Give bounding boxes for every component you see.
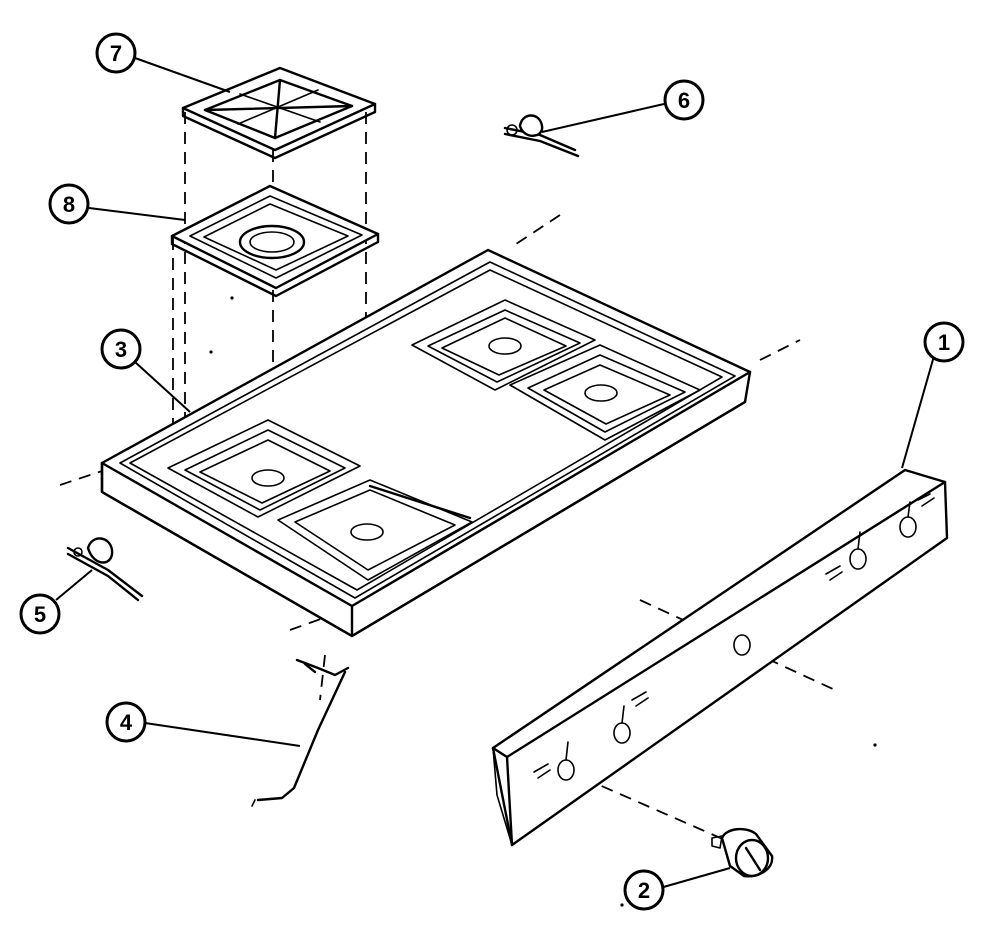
bracket-clip-top bbox=[503, 114, 580, 158]
callout-6-label: 6 bbox=[678, 88, 690, 113]
callout-2-label: 2 bbox=[638, 878, 650, 903]
callout-7: 7 bbox=[95, 32, 137, 74]
callout-4-label: 4 bbox=[120, 710, 133, 735]
callout-8: 8 bbox=[48, 183, 90, 225]
callout-5: 5 bbox=[19, 593, 61, 635]
callout-1: 1 bbox=[923, 321, 965, 363]
callout-4: 4 bbox=[105, 701, 147, 743]
callout-6: 6 bbox=[663, 79, 705, 121]
control-panel bbox=[491, 468, 949, 847]
burner-pan bbox=[170, 184, 380, 298]
callout-7-label: 7 bbox=[110, 41, 122, 66]
callout-5-label: 5 bbox=[34, 602, 46, 627]
callout-3: 3 bbox=[100, 328, 142, 370]
cooktop-main-top bbox=[100, 248, 752, 638]
support-rod bbox=[251, 658, 350, 807]
burner-grate bbox=[181, 66, 377, 160]
stray-dots bbox=[209, 296, 877, 907]
callout-1-label: 1 bbox=[938, 330, 950, 355]
leader-lines bbox=[55, 57, 935, 889]
bracket-clip-left bbox=[66, 537, 144, 602]
control-knob bbox=[711, 827, 774, 878]
callout-8-label: 8 bbox=[63, 192, 75, 217]
callout-2: 2 bbox=[623, 869, 665, 911]
callout-3-label: 3 bbox=[115, 337, 127, 362]
